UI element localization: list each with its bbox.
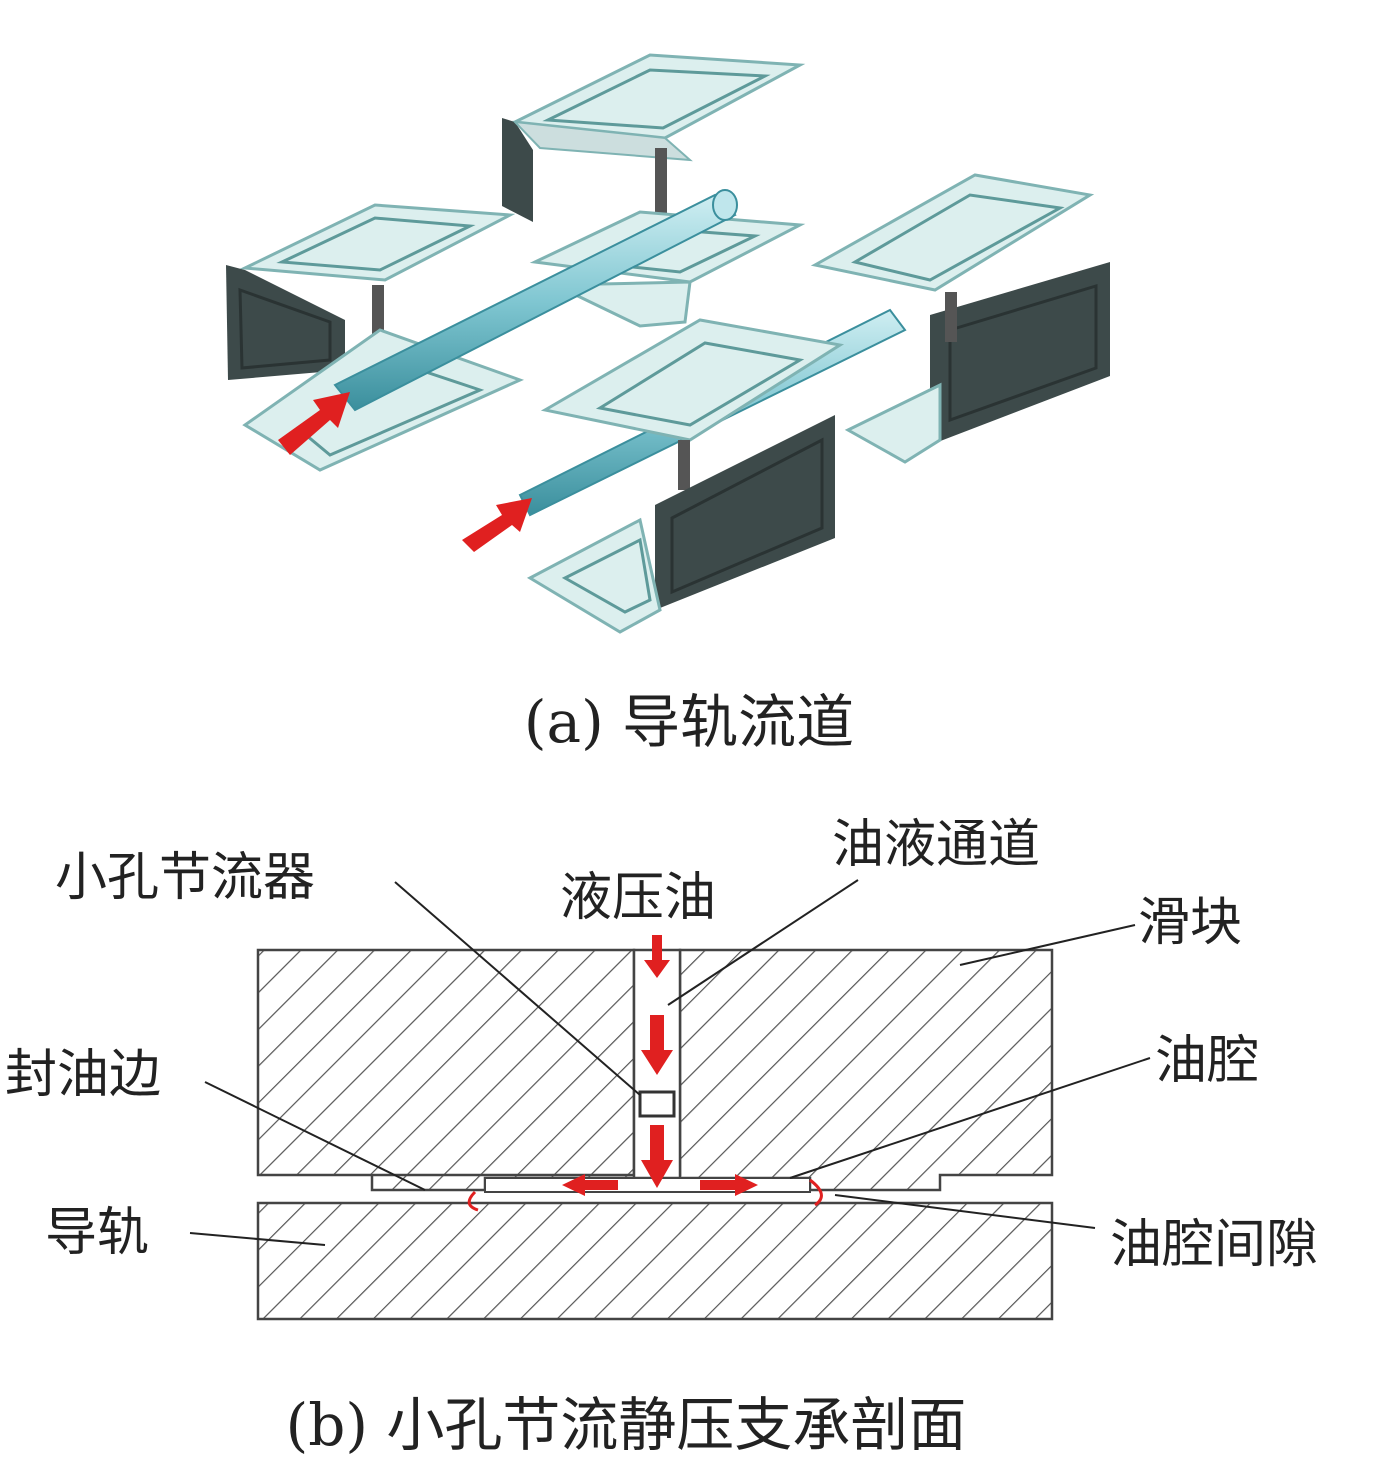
rail-flow-illustration [226, 53, 1110, 634]
caption-b: (b) 小孔节流静压支承剖面 [286, 1391, 967, 1459]
main-pipe [333, 189, 738, 412]
pad-right-top [810, 173, 1110, 445]
pad-front-mid [540, 318, 845, 610]
label-seal-edge: 封油边 [5, 1045, 161, 1105]
oil-cavity [484, 1177, 811, 1193]
leader-lines [189, 879, 1151, 1246]
caption-a: (a) 导轨流道 [524, 688, 854, 756]
flow-arrows [467, 935, 823, 1212]
inflow-arrow-2 [462, 498, 532, 552]
label-oil-cavity: 油腔 [1155, 1031, 1259, 1091]
bearing-section: 小孔节流器 液压油 油液通道 滑块 封油边 油腔 导轨 油腔间隙 [5, 815, 1318, 1321]
pad-front-bottom [526, 517, 662, 634]
pad-right-bottom [844, 382, 942, 464]
label-oil-channel: 油液通道 [832, 815, 1040, 875]
inflow-arrow-1 [278, 392, 350, 455]
guide-rail [256, 1201, 1054, 1321]
label-orifice: 小孔节流器 [55, 848, 315, 908]
pad-top [502, 53, 806, 228]
label-hydraulic-oil: 液压油 [560, 868, 716, 928]
orifice-restrictor [638, 1090, 676, 1118]
label-cavity-gap: 油腔间隙 [1110, 1215, 1318, 1275]
pad-left [226, 203, 516, 380]
label-guide-rail: 导轨 [45, 1203, 149, 1263]
label-slider: 滑块 [1138, 893, 1242, 953]
